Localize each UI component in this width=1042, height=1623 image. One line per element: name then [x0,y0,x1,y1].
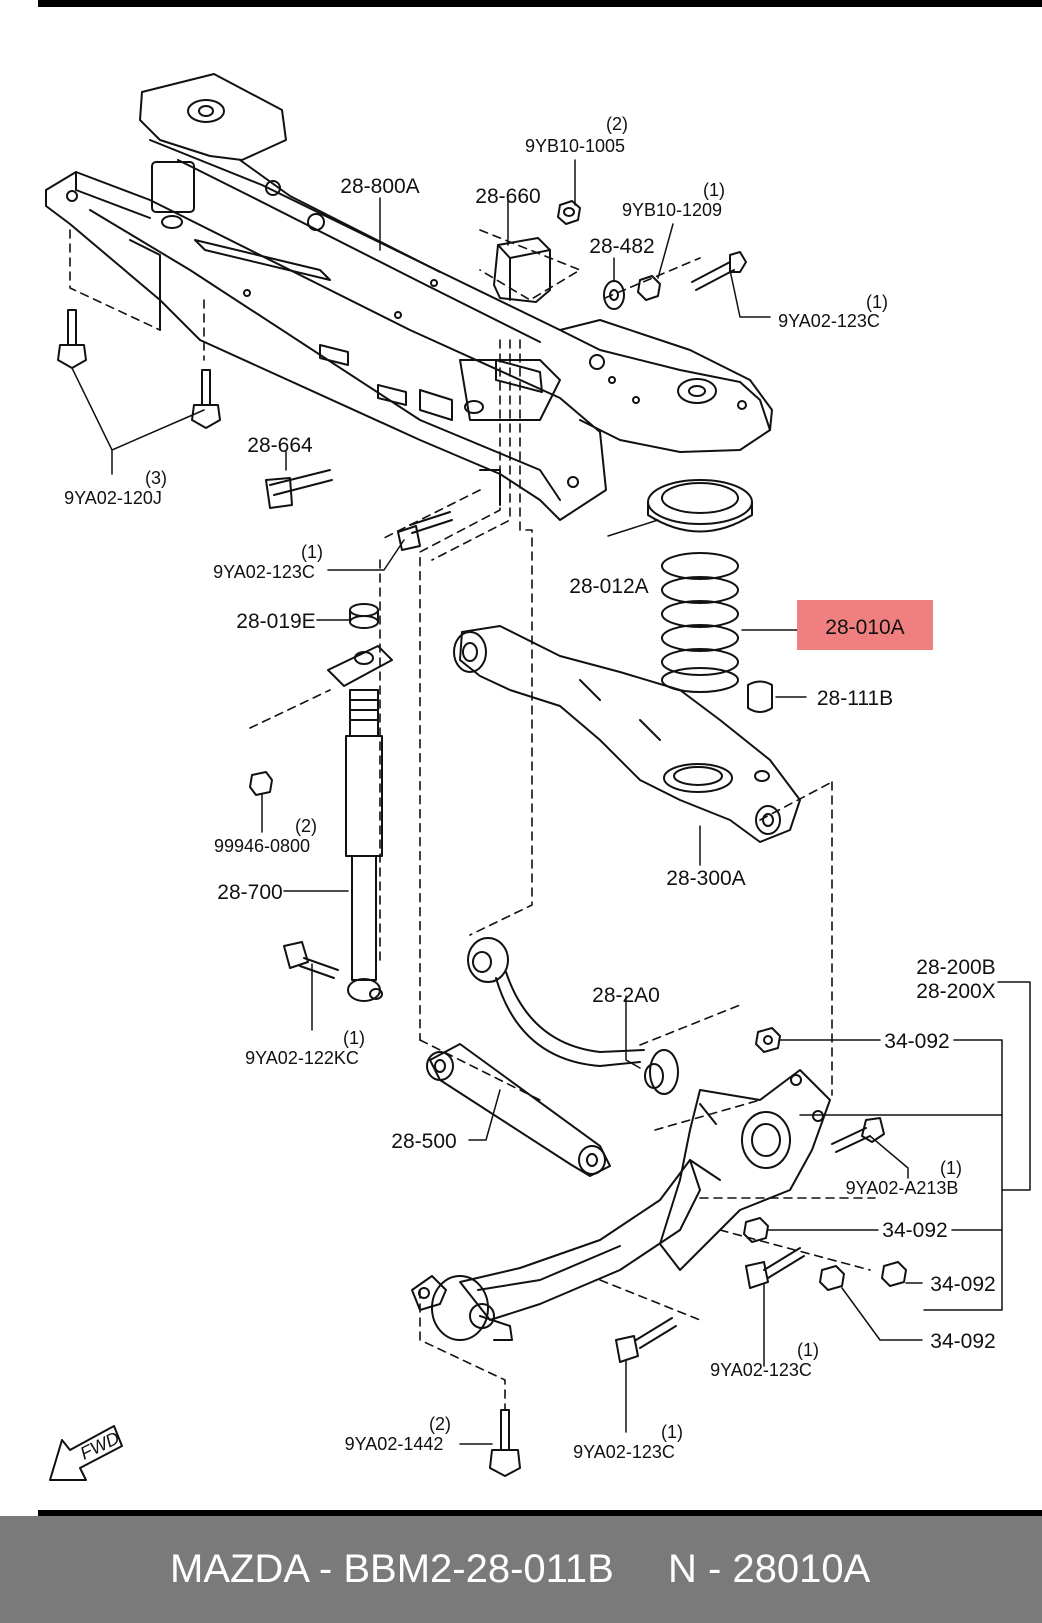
shock-absorber [249,645,393,1002]
label-9YB10-1209: 9YB10-1209 [622,200,722,220]
suspension-diagram: FWD 28-800A 28-660 (2) 9YB10-1005 (1) 9Y… [45,73,1031,1481]
qty-9YA02-123C-a: (1) [866,292,888,312]
crossmember-subframe [45,73,773,521]
label-28-111B: 28-111B [817,687,893,710]
lower-control-arm [453,625,801,843]
leader-lines [71,159,1031,1445]
label-9YB10-1005: 9YB10-1005 [525,136,625,156]
label-28-482: 28-482 [589,235,654,258]
label-9YA02-123C-c: 9YA02-123C [710,1360,812,1380]
highlight-box [797,600,933,650]
label-28-660: 28-660 [475,185,540,208]
bump-stop [747,680,773,713]
qty-9YA02-122KC: (1) [343,1028,365,1048]
label-28-2A0: 28-2A0 [592,984,660,1007]
label-28-800A: 28-800A [340,175,419,198]
label-28-200X: 28-200X [916,980,995,1003]
label-28-012A: 28-012A [569,575,648,598]
lateral-link [426,1043,611,1177]
label-9YA02-1442: 9YA02-1442 [345,1434,444,1454]
top-border [38,0,1042,7]
label-34-092-c: 34-092 [930,1273,995,1296]
label-28-500: 28-500 [391,1130,456,1153]
label-28-200B: 28-200B [916,956,995,979]
qty-9YA02-123C-d: (1) [661,1422,683,1442]
label-9YA02-122KC: 9YA02-122KC [245,1048,359,1068]
footer-bar: MAZDA - BBM2-28-011B N - 28010A [0,1516,1042,1623]
knuckle-trailing-arm [411,1069,831,1341]
label-9YA02-123C-d: 9YA02-123C [573,1442,675,1462]
label-9YA02-120J: 9YA02-120J [64,488,162,508]
qty-9YA02-120J: (3) [145,468,167,488]
fwd-arrow-icon: FWD [49,1425,123,1481]
label-28-019E: 28-019E [236,610,315,633]
upper-arm [467,937,679,1095]
qty-9YB10-1209: (1) [703,180,725,200]
qty-9YA02-123C-c: (1) [797,1340,819,1360]
dashed-guide-lines [69,229,876,1411]
label-9YA02-123C-b: 9YA02-123C [213,562,315,582]
coil-spring [647,479,753,693]
qty-99946-0800: (2) [295,816,317,836]
label-34-092-b: 34-092 [882,1219,947,1242]
hardware-top [57,200,747,551]
upper-mount-rubber [349,603,379,629]
qty-9YB10-1005: (2) [606,114,628,134]
qty-9YA02-A213B: (1) [940,1158,962,1178]
label-99946-0800: 99946-0800 [214,836,310,856]
footer-diagram-reference: N - 28010A [668,1547,871,1591]
label-28-010A: 28-010A [825,616,904,639]
qty-9YA02-1442: (2) [429,1414,451,1434]
label-28-664: 28-664 [247,434,313,457]
label-9YA02-A213B: 9YA02-A213B [846,1178,959,1198]
hardware-bottom [489,1027,907,1477]
bottom-border [38,1510,1042,1516]
qty-9YA02-123C-b: (1) [301,542,323,562]
footer-part-number: MAZDA - BBM2-28-011B [170,1547,614,1591]
label-34-092-d: 34-092 [930,1330,995,1353]
label-34-092-a: 34-092 [884,1030,949,1053]
label-28-700: 28-700 [217,881,282,904]
label-28-300A: 28-300A [666,867,745,890]
part-labels: 28-800A 28-660 (2) 9YB10-1005 (1) 9YB10-… [64,114,996,1462]
label-9YA02-123C-a: 9YA02-123C [778,311,880,331]
